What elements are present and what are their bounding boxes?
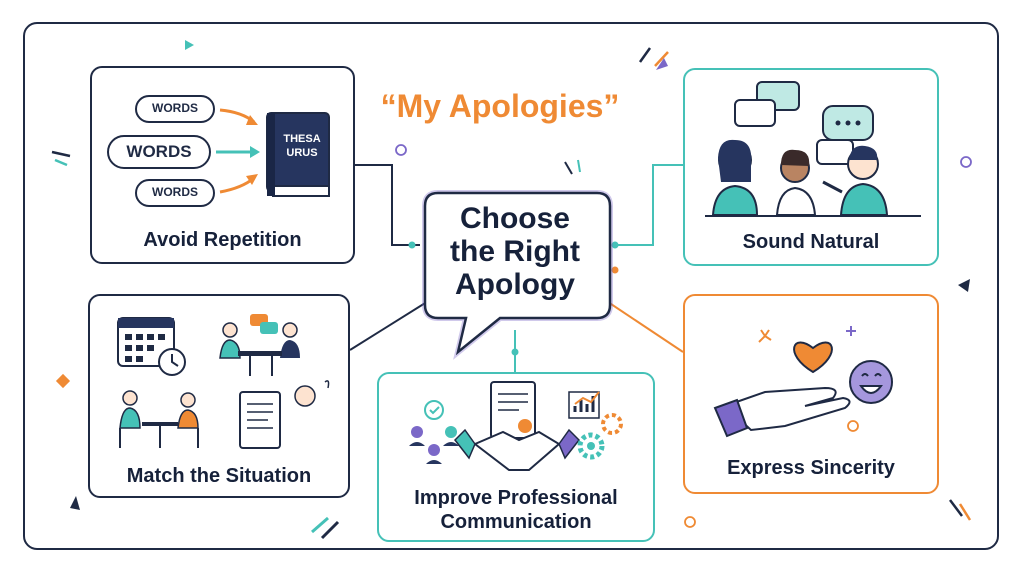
book-title-line: THESA bbox=[283, 133, 321, 145]
center-bubble bbox=[423, 191, 612, 356]
center-heading: Choose the Right Apology bbox=[420, 202, 610, 301]
center-line: Apology bbox=[455, 268, 575, 301]
connector-avoid bbox=[355, 164, 420, 246]
connector-dot bbox=[511, 348, 519, 356]
card-express-sincerity: Express Sincerity bbox=[683, 294, 939, 494]
card-label: Improve Professional Communication bbox=[379, 486, 653, 534]
card-label-line: Communication bbox=[440, 511, 592, 533]
connector-dot bbox=[611, 241, 619, 249]
book-title: THESA URUS bbox=[275, 132, 329, 160]
outer-frame bbox=[23, 22, 999, 550]
situation-illustration bbox=[117, 314, 330, 449]
center-line: the Right bbox=[450, 235, 580, 268]
connector-natural bbox=[612, 164, 683, 246]
card-avoid-repetition: WORDS WORDS WORDS THESA URUS Avoid Repet… bbox=[90, 66, 355, 264]
book-title-line: URUS bbox=[286, 147, 318, 159]
thesaurus-illustration bbox=[107, 95, 330, 207]
card-label-line: Improve Professional bbox=[414, 487, 618, 509]
connector-dot bbox=[611, 266, 619, 274]
card-label: Match the Situation bbox=[126, 465, 312, 487]
card-label: Express Sincerity bbox=[727, 457, 895, 479]
professional-illustration bbox=[409, 381, 623, 471]
sincerity-illustration bbox=[713, 326, 893, 438]
card-sound-natural: Sound Natural bbox=[683, 68, 939, 266]
connector-sincerity bbox=[604, 299, 684, 353]
word-bubble: WORDS bbox=[152, 185, 198, 199]
card-improve-professional: Improve Professional Communication bbox=[377, 372, 655, 542]
card-label: Sound Natural bbox=[742, 231, 880, 253]
page-title: “My Apologies” bbox=[380, 88, 620, 124]
word-bubble: WORDS bbox=[126, 142, 192, 161]
center-line: Choose bbox=[459, 202, 570, 235]
connector-dot bbox=[408, 241, 416, 249]
word-bubble: WORDS bbox=[152, 101, 198, 115]
card-label: Avoid Repetition bbox=[143, 229, 302, 251]
conversation-illustration bbox=[705, 81, 921, 217]
card-match-situation: Match the Situation bbox=[88, 294, 350, 498]
decor-sparkles bbox=[51, 40, 972, 540]
connector-match bbox=[349, 299, 431, 351]
